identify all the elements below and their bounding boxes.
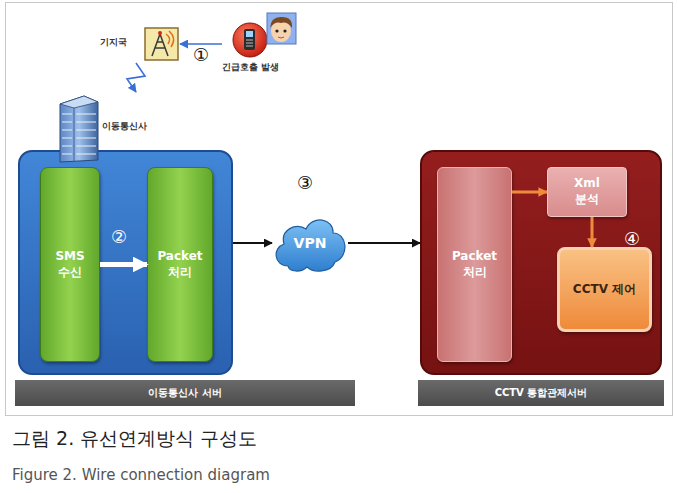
vpn-cloud: VPN — [272, 212, 348, 274]
box-label: Packet 처리 — [155, 249, 205, 280]
box-label: VPN — [280, 234, 340, 252]
carrier-building: 이동통신사 — [52, 92, 172, 150]
process-box: Packet 처리 — [147, 167, 213, 362]
panel-caption-bar: 이동통신사 서버 — [15, 380, 355, 406]
base-station: 기지국 — [100, 25, 180, 63]
figure-caption: 그림 2. 유선연계방식 구성도 — [12, 426, 257, 452]
box-label: CCTV 제어 — [560, 282, 649, 298]
box-label: Xml 분석 — [569, 176, 605, 207]
process-box: Packet 처리 — [437, 167, 512, 362]
figure-frame — [6, 3, 673, 416]
icon-label: 긴급호출 발생 — [222, 61, 279, 74]
box-label: Packet 처리 — [450, 249, 500, 280]
panel-caption-bar: CCTV 통합관제서버 — [418, 380, 664, 406]
person-icon — [267, 13, 296, 44]
connector-arrow — [233, 242, 272, 244]
process-box: CCTV 제어 — [557, 247, 652, 332]
phone-icon — [233, 23, 267, 57]
box-label: SMS 수신 — [52, 249, 88, 280]
callout-number: ④ — [624, 228, 640, 249]
server-panel: CCTV 통합관제서버Packet 처리Xml 분석CCTV 제어 — [420, 150, 662, 375]
caption-english: Figure 2. Wire connection diagram — [12, 466, 270, 484]
callout-number: ② — [111, 226, 127, 247]
process-box: SMS 수신 — [40, 167, 100, 362]
emergency-call: 긴급호출 발생 — [222, 16, 302, 76]
icon-label: 기지국 — [100, 36, 127, 49]
callout-number: ① — [193, 44, 209, 65]
icon-label: 이동통신사 — [102, 120, 147, 133]
connector-arrow — [127, 63, 145, 92]
base-station-icon — [145, 28, 178, 60]
server-panel: 이동통신사 서버SMS 수신Packet 처리 — [18, 150, 233, 375]
process-box: Xml 분석 — [547, 167, 627, 217]
connector-arrow — [348, 242, 420, 244]
callout-number: ③ — [297, 172, 313, 193]
